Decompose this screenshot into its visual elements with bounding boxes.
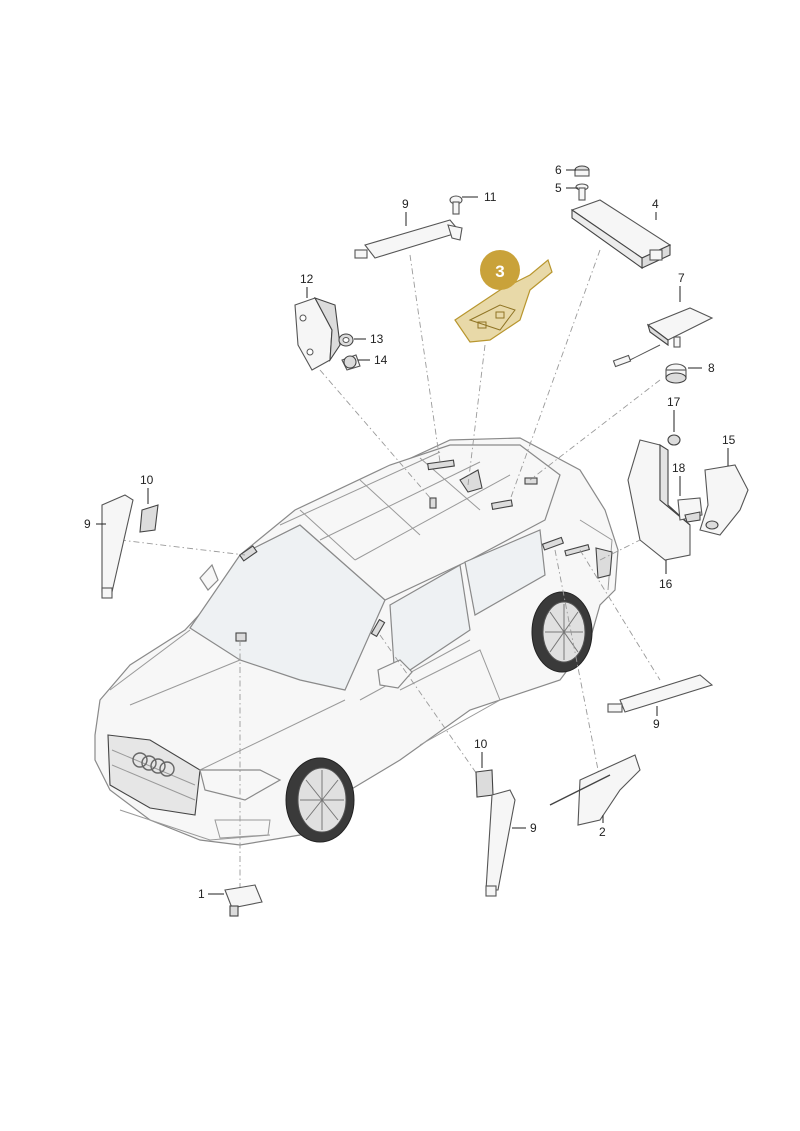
part-pad-10-bottom bbox=[475, 769, 494, 798]
part-clip-14 bbox=[341, 354, 361, 371]
part-antenna-pad-7 bbox=[612, 307, 714, 368]
callout-9-right: 9 bbox=[653, 717, 660, 731]
part-bracket-16 bbox=[627, 439, 691, 561]
callout-10-left: 10 bbox=[140, 473, 154, 487]
part-bracket-3-highlighted: 3 bbox=[454, 250, 553, 343]
callout-8: 8 bbox=[708, 361, 715, 375]
callout-13: 13 bbox=[370, 332, 384, 346]
front-wheel bbox=[285, 757, 355, 843]
callout-15: 15 bbox=[722, 433, 736, 447]
callout-2: 2 bbox=[599, 825, 606, 839]
part-antenna-strip-left bbox=[101, 494, 134, 599]
rear-wheel bbox=[531, 591, 593, 673]
part-antenna-strip-right bbox=[607, 674, 714, 713]
callout-9-left: 9 bbox=[84, 517, 91, 531]
part-antenna-strip-top bbox=[354, 219, 463, 259]
callout-9-bottom: 9 bbox=[530, 821, 537, 835]
callout-18: 18 bbox=[672, 461, 686, 475]
part-bolt-11 bbox=[449, 195, 463, 215]
callout-1: 1 bbox=[198, 887, 205, 901]
callout-6: 6 bbox=[555, 163, 562, 177]
callout-3-badge: 3 bbox=[495, 262, 504, 281]
part-screw-5 bbox=[575, 183, 589, 201]
part-nut-8 bbox=[665, 363, 687, 384]
part-control-unit-4 bbox=[570, 199, 672, 270]
callout-labels: 1 2 4 5 6 7 8 9 9 9 9 10 10 bbox=[84, 163, 736, 901]
part-pad-10-left bbox=[139, 504, 159, 533]
callout-16: 16 bbox=[659, 577, 673, 591]
part-antenna-strip-bottom bbox=[485, 789, 516, 897]
callout-17: 17 bbox=[667, 395, 681, 409]
car-illustration bbox=[94, 437, 619, 846]
part-clip-18 bbox=[677, 497, 703, 523]
callout-7: 7 bbox=[678, 271, 685, 285]
part-sensor-1 bbox=[224, 884, 263, 917]
part-cap-6 bbox=[574, 165, 590, 177]
callout-12: 12 bbox=[300, 272, 314, 286]
part-bracket-12 bbox=[294, 297, 341, 371]
part-nut-17 bbox=[667, 434, 681, 446]
part-bracket-2 bbox=[549, 754, 641, 826]
callout-10-bottom: 10 bbox=[474, 737, 488, 751]
callout-11: 11 bbox=[484, 190, 497, 204]
brand-rings bbox=[132, 752, 175, 777]
callout-9-top: 9 bbox=[402, 197, 409, 211]
part-nut-13 bbox=[338, 333, 354, 347]
callout-4: 4 bbox=[652, 197, 659, 211]
callout-14: 14 bbox=[374, 353, 388, 367]
part-bracket-15 bbox=[699, 464, 749, 536]
callout-5: 5 bbox=[555, 181, 562, 195]
